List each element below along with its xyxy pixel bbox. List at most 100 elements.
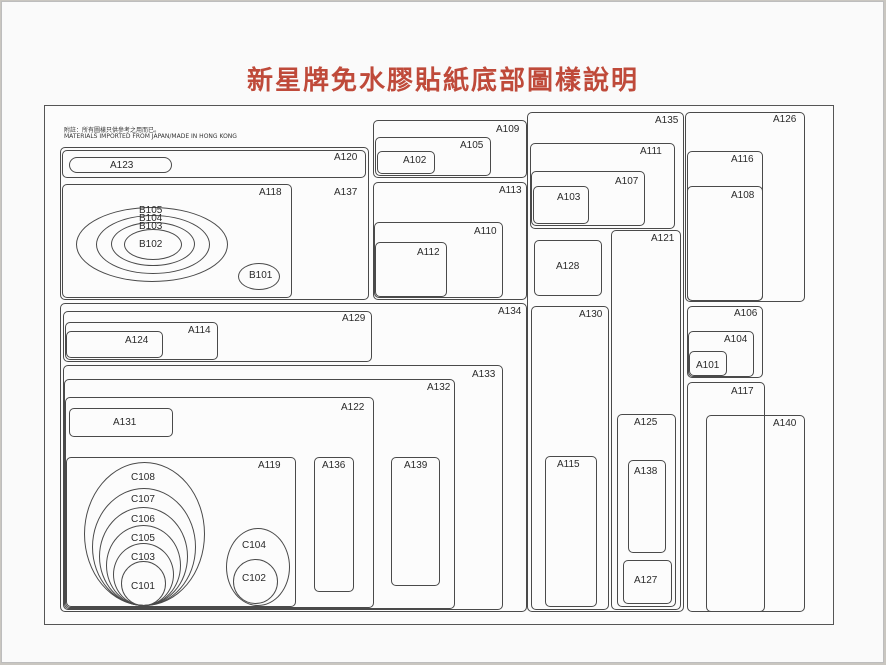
label-a126: A126 xyxy=(773,114,797,125)
shape-a123 xyxy=(69,157,172,173)
label-a125: A125 xyxy=(634,417,658,428)
shape-a140 xyxy=(706,415,805,612)
shape-a105 xyxy=(375,137,491,176)
note-english: MATERIALS IMPORTED FROM JAPAN/MADE IN HO… xyxy=(64,133,237,140)
shape-a137 xyxy=(60,147,369,300)
label-c106: C106 xyxy=(131,514,155,525)
shape-a136 xyxy=(314,457,354,592)
label-a129: A129 xyxy=(342,313,366,324)
label-a119: A119 xyxy=(258,460,281,471)
label-a110: A110 xyxy=(474,226,497,237)
shape-a115 xyxy=(545,456,597,607)
label-a135: A135 xyxy=(655,115,679,126)
label-a128: A128 xyxy=(556,261,580,272)
shape-a128 xyxy=(534,240,602,296)
label-b105: B105 xyxy=(139,205,163,216)
shape-a118 xyxy=(62,184,292,298)
ellipse-b102 xyxy=(124,229,182,260)
label-c103: C103 xyxy=(131,552,155,563)
page-title: 新星牌免水膠貼紙底部圖樣說明 xyxy=(246,66,639,96)
label-b104: B104 xyxy=(139,213,163,224)
label-a140: A140 xyxy=(773,418,797,429)
label-b102: B102 xyxy=(139,239,163,250)
shape-a129 xyxy=(63,311,372,362)
label-a130: A130 xyxy=(579,309,603,320)
ellipse-b104 xyxy=(96,215,210,274)
circle-c102 xyxy=(233,559,278,604)
label-a120: A120 xyxy=(334,152,358,163)
label-a102: A102 xyxy=(403,155,427,166)
label-a123: A123 xyxy=(110,160,134,171)
label-a108: A108 xyxy=(731,190,755,201)
shape-a119 xyxy=(66,457,296,607)
shape-a133 xyxy=(63,365,503,610)
label-b101: B101 xyxy=(249,270,273,281)
label-c105: C105 xyxy=(131,533,155,544)
label-b103: B103 xyxy=(139,221,163,232)
label-a106: A106 xyxy=(734,308,758,319)
label-a121: A121 xyxy=(651,233,675,244)
shape-a101 xyxy=(689,351,727,376)
label-a132: A132 xyxy=(427,382,451,393)
label-a136: A136 xyxy=(322,460,346,471)
shape-a102 xyxy=(377,151,435,174)
label-c101: C101 xyxy=(131,581,155,592)
circle-c104 xyxy=(226,528,290,606)
ellipse-b101 xyxy=(238,263,280,290)
shape-a138 xyxy=(628,460,666,553)
label-a103: A103 xyxy=(557,192,581,203)
label-a113: A113 xyxy=(499,185,522,196)
label-c104: C104 xyxy=(242,540,266,551)
label-a107: A107 xyxy=(615,176,639,187)
label-a116: A116 xyxy=(731,154,754,165)
label-a134: A134 xyxy=(498,306,522,317)
shape-a135 xyxy=(527,112,684,612)
label-c102: C102 xyxy=(242,573,266,584)
label-a112: A112 xyxy=(417,247,440,258)
shape-a124 xyxy=(66,331,163,358)
label-a104: A104 xyxy=(724,334,748,345)
shape-a104 xyxy=(688,331,754,377)
label-a118: A118 xyxy=(259,187,282,198)
shape-a103 xyxy=(533,186,589,224)
label-a122: A122 xyxy=(341,402,365,413)
shape-a139 xyxy=(391,457,440,586)
shape-a108 xyxy=(687,186,763,301)
ellipse-b103 xyxy=(111,222,195,266)
shape-a131 xyxy=(69,408,173,437)
label-a109: A109 xyxy=(496,124,520,135)
note-chinese: 附註：所有圖樣只供參考之用而已。 xyxy=(64,127,161,134)
shape-a125 xyxy=(617,414,676,607)
shape-a121 xyxy=(611,230,681,610)
label-c107: C107 xyxy=(131,494,155,505)
label-a137: A137 xyxy=(334,187,358,198)
ellipse-b105 xyxy=(76,207,228,282)
shape-a113 xyxy=(373,182,527,300)
shape-a107 xyxy=(531,171,645,226)
shape-a111 xyxy=(530,143,675,229)
label-a101: A101 xyxy=(696,360,720,371)
label-a131: A131 xyxy=(113,417,137,428)
label-c108: C108 xyxy=(131,472,155,483)
label-a115: A115 xyxy=(557,459,580,470)
label-a133: A133 xyxy=(472,369,496,380)
circle-c101 xyxy=(121,561,166,606)
shape-a106 xyxy=(687,306,763,378)
shape-a127 xyxy=(623,560,672,604)
label-a124: A124 xyxy=(125,335,149,346)
shape-a122 xyxy=(65,397,374,608)
shape-a132 xyxy=(64,379,455,609)
label-a111: A111 xyxy=(640,146,662,157)
label-a127: A127 xyxy=(634,575,658,586)
label-a139: A139 xyxy=(404,460,428,471)
shape-a112 xyxy=(375,242,447,297)
shape-a134 xyxy=(60,303,527,612)
label-a138: A138 xyxy=(634,466,658,477)
shape-a126 xyxy=(685,112,805,302)
shape-a130 xyxy=(531,306,609,610)
shape-a120 xyxy=(62,150,366,178)
label-a117: A117 xyxy=(731,386,754,397)
shape-a109 xyxy=(373,120,527,178)
shape-a114 xyxy=(65,322,218,360)
label-a105: A105 xyxy=(460,140,484,151)
